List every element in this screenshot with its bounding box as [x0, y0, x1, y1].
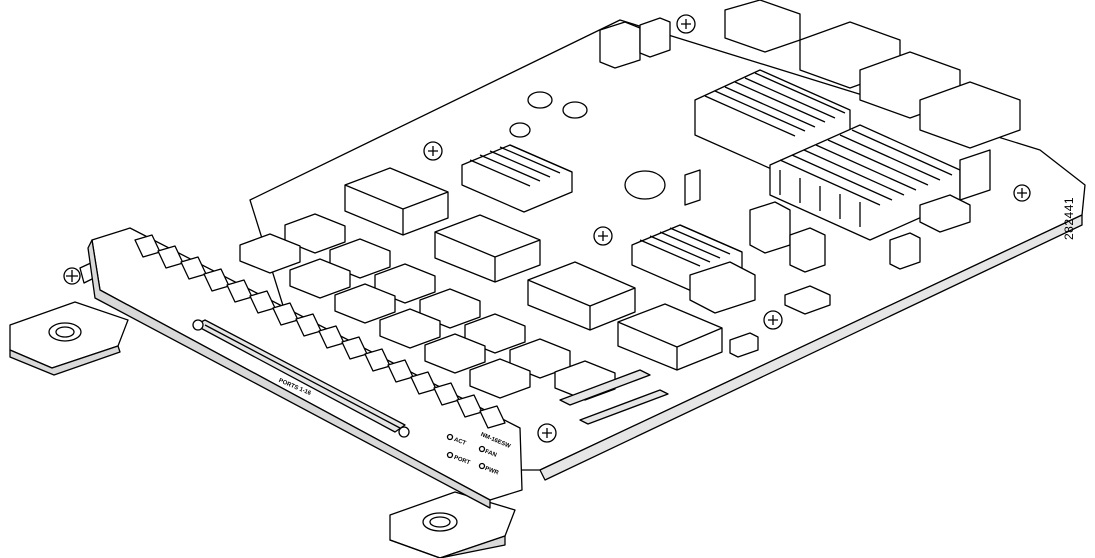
rear-connectors: [599, 0, 1021, 201]
small-components: [509, 91, 971, 358]
board-edge: [539, 214, 1083, 481]
heatsinks: [461, 69, 961, 293]
chip-packages: [344, 167, 723, 371]
component-blocks: [239, 213, 669, 425]
led-fan: [478, 445, 486, 453]
led-pwr: [478, 462, 486, 470]
figure-id-number: 282441: [1062, 196, 1076, 240]
led-act: [446, 433, 454, 441]
led-port: [446, 451, 454, 459]
ethernet-port-row: [134, 234, 506, 429]
board-screws: [423, 14, 1031, 443]
